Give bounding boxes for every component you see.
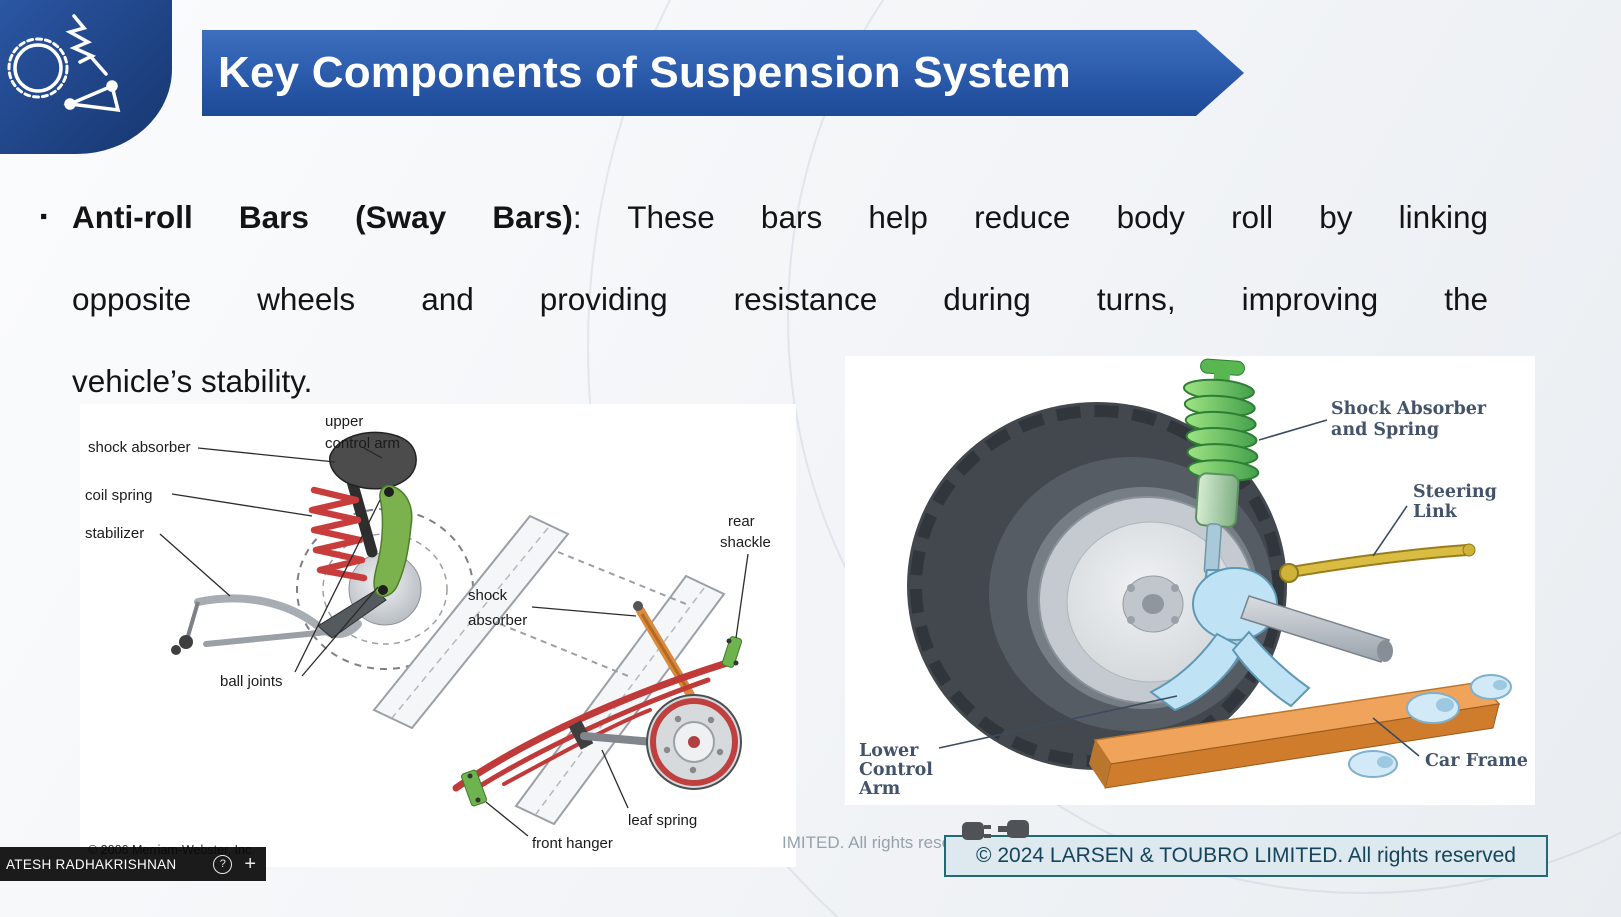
presenter-bar: ATESH RADHAKRISHNAN ? + (0, 847, 266, 881)
bullet-line-2: opposite wheels and providing resistance… (72, 281, 1488, 317)
label-rear-shackle: rear (728, 513, 755, 530)
frame-bushings (1348, 674, 1512, 778)
steering-link-part (1279, 543, 1476, 583)
steering-knuckle (373, 484, 413, 598)
page-title: Key Components of Suspension System (218, 48, 1071, 97)
label-rear-shock: absorber (468, 612, 527, 629)
suspension-logo-tile (0, 0, 172, 154)
brake-drum (646, 694, 742, 790)
plus-icon[interactable]: + (244, 853, 256, 875)
label-shock-absorber-spring: Shock Absorber (1331, 399, 1487, 419)
disconnected-plug-icon (960, 813, 1032, 854)
axle-stub (1240, 595, 1390, 663)
label-rear-shock: shock (468, 587, 508, 604)
bullet-bold-term: Anti-roll Bars (Sway Bars) (72, 199, 573, 235)
bullet-text: Anti-roll Bars (Sway Bars): These bars h… (72, 176, 1488, 422)
tie-rod (203, 629, 331, 647)
copyright-box: © 2024 LARSEN & TOUBRO LIMITED. All righ… (944, 835, 1548, 877)
steering-knuckle-assembly (1149, 567, 1311, 712)
label-rear-shackle: shackle (720, 534, 771, 551)
car-frame-part (1089, 681, 1501, 789)
front-rear-suspension-diagram: shock absorber upper control arm coil sp… (80, 404, 796, 867)
label-front-hanger: front hanger (532, 835, 613, 852)
label-coil-spring: coil spring (85, 487, 153, 504)
label-shock-absorber-spring: and Spring (1331, 420, 1439, 440)
label-leaf-spring: leaf spring (628, 812, 697, 829)
shock-absorber-and-spring (1182, 358, 1260, 575)
leader-lines (938, 419, 1420, 757)
header-banner: Key Components of Suspension System (202, 30, 1244, 116)
lower-ball-joint (378, 585, 388, 595)
label-steering-link: Steering (1413, 482, 1497, 502)
presenter-name: ATESH RADHAKRISHNAN (6, 856, 177, 872)
suspension-logo-icon (7, 14, 121, 113)
watermark-text: IMITED. All rights reserve (782, 833, 975, 852)
bullet-point: ▪ Anti-roll Bars (Sway Bars): These bars… (40, 176, 1488, 422)
wheel-assembly-diagram: Shock Absorber and Spring Steering Link … (845, 356, 1535, 805)
bullet-line-3: vehicle’s stability. (72, 363, 313, 399)
label-steering-link: Link (1413, 502, 1458, 522)
upper-control-arm (329, 431, 417, 490)
label-shock-absorber-front: shock absorber (88, 439, 191, 456)
suspension-diagram-art: shock absorber upper control arm coil sp… (85, 413, 771, 857)
bullet-line-1-rest: : These bars help reduce body roll by li… (572, 199, 1488, 235)
bullet-line-1: Anti-roll Bars (Sway Bars): These bars h… (72, 176, 1488, 258)
label-lower-control-arm: Lower (859, 741, 919, 761)
bullet-marker: ▪ (40, 205, 48, 228)
rear-shackle-part (721, 636, 743, 668)
leader-lines (159, 447, 749, 837)
label-upper-control-arm: control arm (325, 435, 400, 452)
help-icon[interactable]: ? (213, 854, 233, 874)
wheel-rim (1038, 496, 1256, 704)
front-hanger-part (461, 769, 487, 807)
coil-spring (308, 486, 368, 582)
stabilizer-bar (194, 594, 362, 638)
wheel-assembly-art: Shock Absorber and Spring Steering Link … (858, 358, 1528, 799)
label-stabilizer: stabilizer (85, 525, 144, 542)
upper-ball-joint (384, 487, 394, 497)
label-ball-joints: ball joints (220, 673, 283, 690)
label-car-frame: Car Frame (1425, 751, 1528, 771)
label-lower-control-arm: Arm (858, 779, 901, 799)
lower-control-arm-part (1149, 632, 1245, 712)
label-upper-control-arm: upper (325, 413, 363, 430)
label-lower-control-arm: Control (859, 760, 933, 780)
leaf-spring (452, 658, 734, 792)
